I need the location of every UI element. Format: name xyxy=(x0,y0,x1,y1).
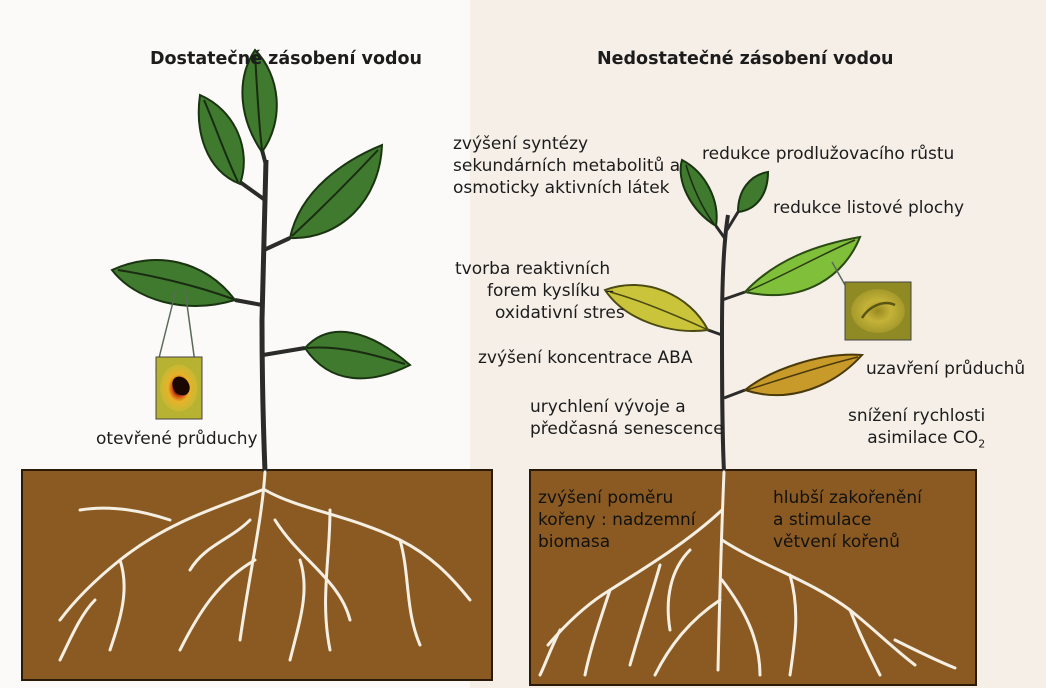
accelerated-development-label: urychlení vývoje a předčasná senescence xyxy=(530,396,724,440)
aba-increase-label: zvýšení koncentrace ABA xyxy=(478,347,692,369)
left-soil xyxy=(22,470,492,680)
open-stomata-label: otevřené průduchy xyxy=(96,428,258,450)
assimilation-rate-label: snížení rychlosti asimilace CO2 xyxy=(848,405,985,449)
reduced-elongation-label: redukce prodlužovacího růstu xyxy=(702,143,954,165)
reduced-leaf-area-label: redukce listové plochy xyxy=(773,197,964,219)
closed-stoma-icon xyxy=(851,289,905,333)
reactive-oxygen-label: tvorba reaktivních forem kyslíku – oxida… xyxy=(455,258,625,324)
root-shoot-ratio-label: zvýšení poměru kořeny : nadzemní biomasa xyxy=(538,487,696,553)
secondary-metabolites-label: zvýšení syntézy sekundárních metabolitů … xyxy=(453,133,680,199)
left-panel-title: Dostatečné zásobení vodou xyxy=(150,48,422,70)
deeper-rooting-label: hlubší zakořenění a stimulace větvení ko… xyxy=(773,487,922,553)
right-panel-title: Nedostatečné zásobení vodou xyxy=(597,48,894,70)
closed-stomata-label: uzavření průduchů xyxy=(866,358,1025,380)
